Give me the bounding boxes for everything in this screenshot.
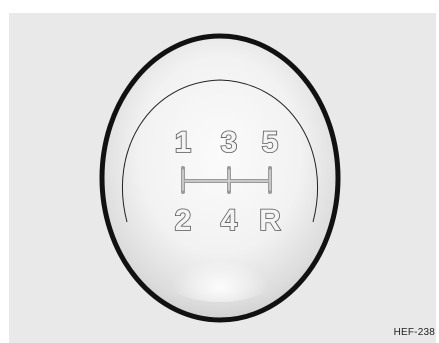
gear-label-2: 2 [175, 204, 192, 237]
gear-label-reverse: R [259, 204, 281, 237]
gear-label-5: 5 [262, 126, 279, 159]
gear-label-4: 4 [221, 204, 238, 237]
figure-reference-code: HEF-238 [394, 327, 435, 338]
gear-label-1: 1 [175, 126, 192, 159]
gear-label-3: 3 [221, 126, 238, 159]
